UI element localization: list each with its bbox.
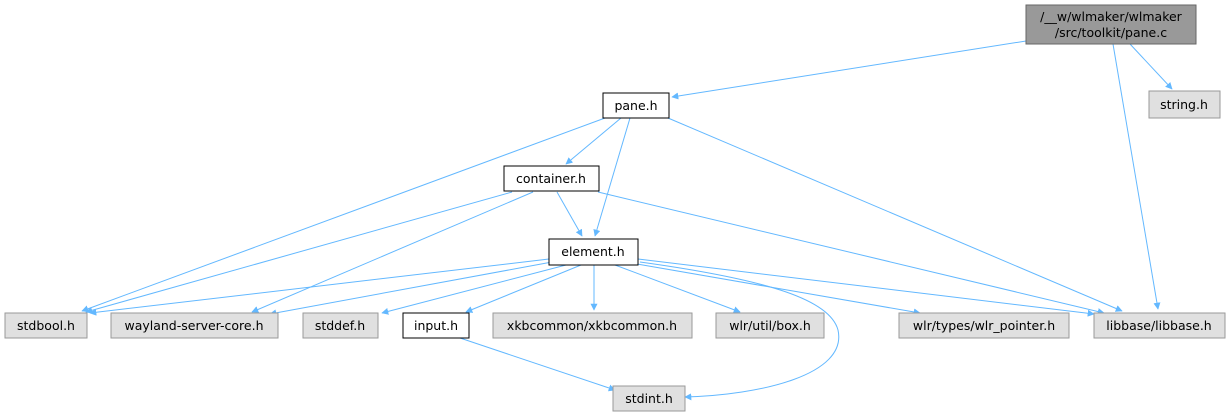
edge-element-h-to-stdbool-h [89, 258, 550, 316]
node-libbase-h[interactable]: libbase/libbase.h [1093, 312, 1226, 339]
edge-element-h-to-stddef-h [381, 264, 567, 315]
edge-element-h-to-stdint-h [639, 261, 840, 401]
node-stddef-h-label: stddef.h [315, 318, 365, 333]
node-input-h-label: input.h [414, 318, 458, 333]
edge-element-h-to-libbase-h [637, 258, 1095, 317]
node-pane-c-path-line2: /src/toolkit/pane.c [1055, 25, 1167, 40]
edge-pane-c-to-pane-h [671, 40, 1027, 100]
node-xkbcommon-h-label: xkbcommon/xkbcommon.h [507, 318, 677, 333]
node-wlr-pointer-h[interactable]: wlr/types/wlr_pointer.h [898, 312, 1070, 339]
edge-element-h-to-input-h [465, 264, 582, 313]
node-stdbool-h[interactable]: stdbool.h [4, 312, 88, 339]
node-stdint-h[interactable]: stdint.h [612, 385, 686, 412]
node-stddef-h[interactable]: stddef.h [302, 312, 379, 339]
node-box-h-label: wlr/util/box.h [729, 318, 811, 333]
node-layer: /__w/wlmaker/wlmaker /src/toolkit/pane.c… [4, 4, 1226, 412]
node-container-h-label: container.h [516, 171, 586, 186]
node-string-h[interactable]: string.h [1148, 90, 1221, 119]
edge-pane-c-to-string-h [1129, 43, 1173, 90]
edge-container-h-to-element-h [556, 191, 583, 237]
node-stdint-h-label: stdint.h [625, 391, 673, 406]
node-libbase-h-label: libbase/libbase.h [1106, 318, 1211, 333]
edge-pane-c-to-libbase-h [1112, 43, 1161, 310]
node-wayland-server-core-h[interactable]: wayland-server-core.h [110, 312, 279, 339]
edge-container-h-to-libbase-h [597, 191, 1105, 315]
node-stdbool-h-label: stdbool.h [17, 318, 75, 333]
node-pane-c-path-line1: /__w/wlmaker/wlmaker [1040, 9, 1183, 24]
node-element-h[interactable]: element.h [548, 238, 639, 266]
node-input-h[interactable]: input.h [402, 312, 470, 339]
edge-input-h-to-stdint-h [459, 337, 616, 392]
edge-element-h-to-wayland-server-core-h [269, 261, 553, 317]
node-pane-h[interactable]: pane.h [602, 92, 670, 119]
node-pane-c[interactable]: /__w/wlmaker/wlmaker /src/toolkit/pane.c [1025, 4, 1197, 45]
node-wayland-server-core-h-label: wayland-server-core.h [124, 318, 263, 333]
edge-container-h-to-wayland-server-core-h [251, 191, 534, 313]
edge-container-h-to-stdbool-h [85, 191, 513, 314]
edge-pane-h-to-container-h [565, 117, 622, 165]
node-wlr-pointer-h-label: wlr/types/wlr_pointer.h [913, 318, 1055, 333]
edge-pane-h-to-libbase-h [667, 117, 1123, 312]
edge-element-h-to-wlr-pointer-h [636, 263, 921, 316]
node-container-h[interactable]: container.h [503, 165, 600, 192]
edge-pane-h-to-element-h [593, 117, 631, 237]
node-xkbcommon-h[interactable]: xkbcommon/xkbcommon.h [492, 312, 693, 339]
node-box-h[interactable]: wlr/util/box.h [715, 312, 825, 339]
edge-layer [81, 40, 1173, 401]
node-string-h-label: string.h [1160, 97, 1208, 112]
edge-element-h-to-box-h [614, 264, 741, 314]
node-element-h-label: element.h [561, 244, 624, 259]
edge-pane-h-to-stdbool-h [81, 117, 606, 313]
node-pane-h-label: pane.h [614, 98, 657, 113]
